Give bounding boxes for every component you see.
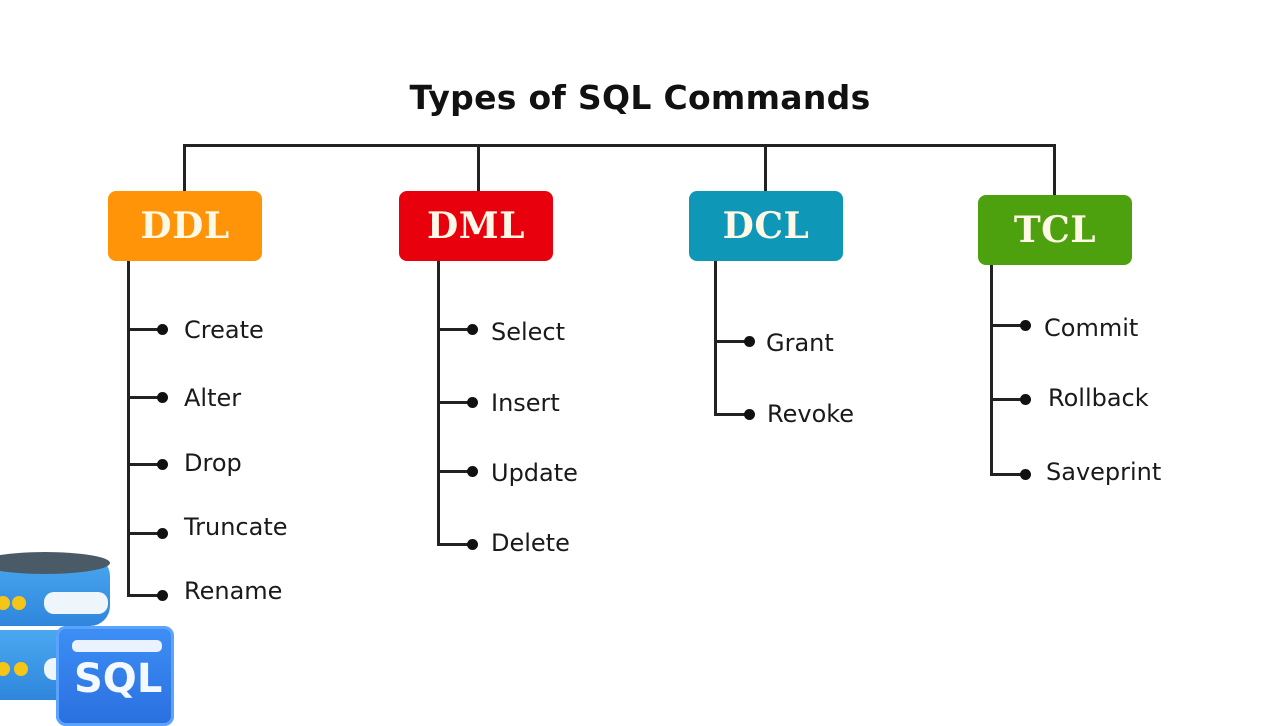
database-top xyxy=(0,552,110,574)
ddl-box: DDL xyxy=(108,191,262,261)
sql-card: SQL xyxy=(56,626,174,726)
indicator-dot xyxy=(0,662,10,676)
branch-tick xyxy=(990,473,1024,476)
bullet-icon xyxy=(157,392,168,403)
ddl-item-drop: Drop xyxy=(184,449,242,477)
bullet-icon xyxy=(157,459,168,470)
dml-item-insert: Insert xyxy=(491,389,560,417)
bullet-icon xyxy=(157,528,168,539)
ddl-label: DDL xyxy=(140,205,230,247)
dcl-branch-line xyxy=(714,261,717,416)
dml-item-select: Select xyxy=(491,318,566,346)
ddl-drop-line xyxy=(183,144,186,192)
dml-item-delete: Delete xyxy=(491,529,570,557)
bullet-icon xyxy=(157,324,168,335)
bullet-icon xyxy=(1020,320,1031,331)
sql-card-bar xyxy=(72,640,162,652)
branch-tick xyxy=(990,324,1024,327)
tcl-branch-line xyxy=(990,265,993,476)
branch-tick xyxy=(714,413,748,416)
dcl-item-grant: Grant xyxy=(766,329,834,357)
tcl-label: TCL xyxy=(1013,209,1097,251)
branch-tick xyxy=(714,340,748,343)
branch-tick xyxy=(127,594,161,597)
tcl-item-rollback: Rollback xyxy=(1048,384,1149,412)
diagram-title: Types of SQL Commands xyxy=(409,78,871,117)
branch-tick xyxy=(437,401,471,404)
bullet-icon xyxy=(157,590,168,601)
bullet-icon xyxy=(467,539,478,550)
indicator-dot xyxy=(12,596,26,610)
dcl-drop-line xyxy=(764,144,767,192)
branch-tick xyxy=(127,463,161,466)
branch-tick xyxy=(437,543,471,546)
branch-tick xyxy=(990,398,1024,401)
ddl-item-rename: Rename xyxy=(184,577,283,605)
branch-tick xyxy=(437,328,471,331)
bullet-icon xyxy=(467,324,478,335)
branch-tick xyxy=(437,470,471,473)
branch-tick xyxy=(127,532,161,535)
dcl-item-revoke: Revoke xyxy=(767,400,855,428)
dcl-label: DCL xyxy=(722,205,810,247)
top-connector-line xyxy=(183,144,1056,147)
dml-box: DML xyxy=(399,191,553,261)
branch-tick xyxy=(127,328,161,331)
sql-label: SQL xyxy=(74,656,163,702)
dml-label: DML xyxy=(427,205,525,247)
bullet-icon xyxy=(744,409,755,420)
dcl-box: DCL xyxy=(689,191,843,261)
bullet-icon xyxy=(1020,469,1031,480)
bullet-icon xyxy=(467,466,478,477)
tcl-item-commit: Commit xyxy=(1044,314,1139,342)
branch-tick xyxy=(127,396,161,399)
database-icon: SQL xyxy=(0,550,180,726)
tcl-drop-line xyxy=(1053,144,1056,196)
tcl-item-saveprint: Saveprint xyxy=(1046,458,1162,486)
indicator-dot xyxy=(0,596,10,610)
ddl-item-create: Create xyxy=(184,316,264,344)
ddl-item-truncate: Truncate xyxy=(184,513,288,541)
bullet-icon xyxy=(467,397,478,408)
bullet-icon xyxy=(1020,394,1031,405)
bullet-icon xyxy=(744,336,755,347)
dml-drop-line xyxy=(477,144,480,192)
indicator-dot xyxy=(14,662,28,676)
dml-item-update: Update xyxy=(491,459,578,487)
ddl-item-alter: Alter xyxy=(184,384,242,412)
drive-slot xyxy=(44,592,108,614)
tcl-box: TCL xyxy=(978,195,1132,265)
ddl-branch-line xyxy=(127,261,130,597)
